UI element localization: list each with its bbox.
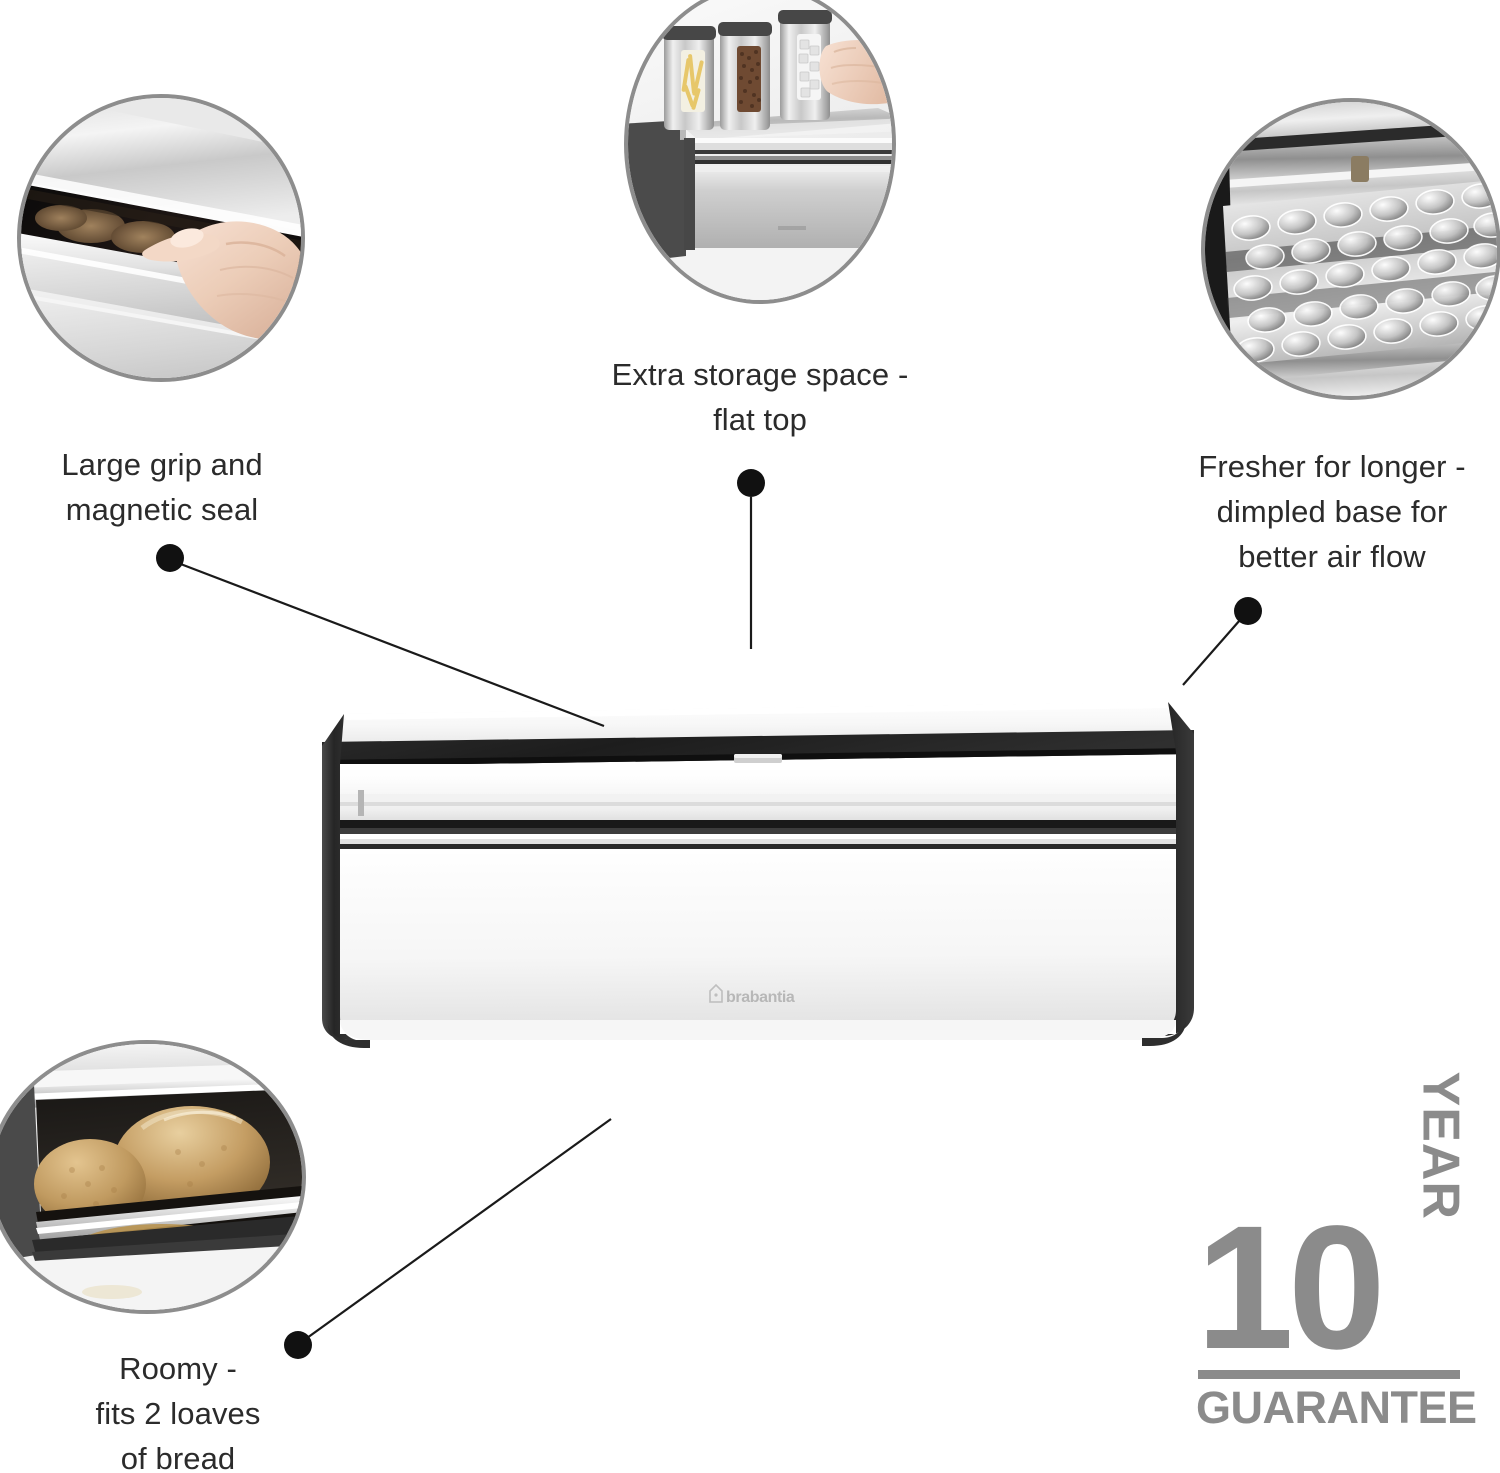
photo-roomy bbox=[0, 1044, 302, 1310]
leader-dot-dimpled-base bbox=[1234, 597, 1262, 625]
guarantee-number: 10 bbox=[1196, 1190, 1386, 1386]
callout-circle-dimpled-base bbox=[1201, 98, 1500, 400]
callout-circle-roomy bbox=[0, 1040, 306, 1314]
caption-roomy: Roomy - fits 2 loaves of bread bbox=[95, 1351, 261, 1473]
caption-large-grip: Large grip and magnetic seal bbox=[61, 447, 263, 527]
caption-flat-top: Extra storage space - flat top bbox=[611, 357, 909, 437]
guarantee-word: GUARANTEE bbox=[1196, 1382, 1477, 1433]
caption-dimpled-base: Fresher for longer - dimpled base for be… bbox=[1198, 449, 1466, 574]
callout-circle-flat-top bbox=[624, 0, 896, 304]
guarantee-year-label: YEAR bbox=[1411, 1071, 1469, 1220]
product-bread-bin: brabantia bbox=[310, 668, 1200, 1058]
leader-dot-large-grip bbox=[156, 544, 184, 572]
leader-dot-flat-top bbox=[737, 469, 765, 497]
guarantee-divider bbox=[1198, 1370, 1460, 1379]
photo-flat-top bbox=[628, 0, 892, 300]
photo-large-grip bbox=[21, 98, 301, 378]
photo-dimpled-base bbox=[1205, 102, 1497, 396]
svg-text:brabantia: brabantia bbox=[726, 989, 795, 1006]
guarantee-badge: 10 YEAR GUARANTEE bbox=[1196, 1072, 1477, 1433]
callout-circle-large-grip bbox=[17, 94, 305, 382]
